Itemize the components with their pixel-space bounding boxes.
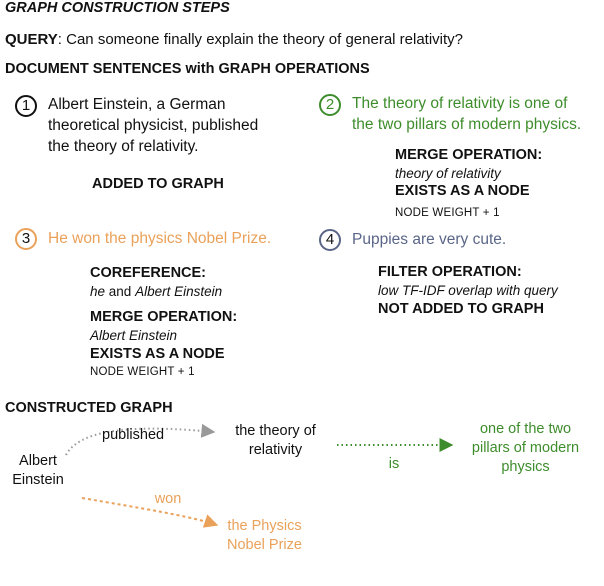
sentence-4-line: Puppies are very cute. xyxy=(352,231,507,248)
node-line: the Physics xyxy=(227,518,302,534)
op-merge-relativity: MERGE OPERATION: theory of relativity EX… xyxy=(395,146,542,222)
node-line: relativity xyxy=(248,442,303,458)
node-weight-note: NODE WEIGHT + 1 xyxy=(90,366,195,378)
node-line: Albert xyxy=(19,453,57,469)
sentence-3: He won the physics Nobel Prize. xyxy=(48,228,271,249)
node-line: Nobel Prize xyxy=(227,537,302,553)
sentence-1-line: Albert Einstein, a German xyxy=(48,96,226,113)
sentence-number-4: 4 xyxy=(319,229,341,251)
op-detail: low TF-IDF overlap with query xyxy=(378,283,558,298)
op-result: EXISTS AS A NODE xyxy=(90,346,225,362)
op-heading: MERGE OPERATION: xyxy=(395,147,543,163)
sentence-3-line: He won the physics Nobel Prize. xyxy=(48,230,272,247)
node-line: one of the two xyxy=(479,421,572,437)
sentence-number-2: 2 xyxy=(319,94,341,116)
sentence-number-3: 3 xyxy=(15,228,37,250)
sentence-2-line: the two pillars of modern physics. xyxy=(352,116,582,133)
coref-entity: Albert Einstein xyxy=(135,284,223,299)
op-filter-puppies: FILTER OPERATION: low TF-IDF overlap wit… xyxy=(378,263,558,319)
sentence-2-line: The theory of relativity is one of xyxy=(352,95,568,112)
sentence-4: Puppies are very cute. xyxy=(352,229,506,250)
edge-label-won: won xyxy=(154,491,182,507)
query-line: QUERY: Can someone finally explain the t… xyxy=(5,31,463,48)
coref-and: and xyxy=(105,284,136,299)
op-heading: COREFERENCE: xyxy=(90,265,207,281)
op-heading: FILTER OPERATION: xyxy=(378,264,522,280)
edge-label-is: is xyxy=(388,456,400,472)
sentence-1-line: theoretical physicist, published xyxy=(48,117,259,134)
node-two-pillars: one of the two pillars of modern physics xyxy=(458,420,593,477)
op-result: NOT ADDED TO GRAPH xyxy=(378,301,544,317)
op-detail: he and Albert Einstein xyxy=(90,283,237,301)
edge-published xyxy=(65,423,216,456)
query-text: : Can someone finally explain the theory… xyxy=(57,31,464,48)
op-coref-merge-einstein: COREFERENCE: he and Albert Einstein MERG… xyxy=(90,264,237,381)
query-label: QUERY xyxy=(5,31,58,48)
node-albert-einstein: Albert Einstein xyxy=(4,452,72,490)
edge-won xyxy=(81,497,219,528)
op-added-to-graph: ADDED TO GRAPH xyxy=(92,176,224,192)
op-result: EXISTS AS A NODE xyxy=(395,183,530,199)
section-heading-sentences: DOCUMENT SENTENCES with GRAPH OPERATIONS xyxy=(5,61,370,77)
sentence-1-line: the theory of relativity. xyxy=(48,138,199,155)
op-detail: theory of relativity xyxy=(395,166,501,181)
edge-label-published: published xyxy=(102,427,165,443)
node-weight-note: NODE WEIGHT + 1 xyxy=(395,207,500,219)
node-line: the theory of xyxy=(235,423,316,439)
node-line: Einstein xyxy=(12,472,64,488)
section-heading-graph: CONSTRUCTED GRAPH xyxy=(5,400,173,416)
sentence-1: Albert Einstein, a German theoretical ph… xyxy=(48,94,258,157)
page-title: GRAPH CONSTRUCTION STEPS xyxy=(5,0,230,16)
node-line: pillars of modern xyxy=(471,440,580,456)
op-heading: MERGE OPERATION: xyxy=(90,309,238,325)
node-physics-nobel-prize: the Physics Nobel Prize xyxy=(212,517,317,555)
node-line: physics xyxy=(501,459,550,475)
sentence-2: The theory of relativity is one of the t… xyxy=(352,93,581,135)
coref-pronoun: he xyxy=(90,284,106,299)
sentence-number-1: 1 xyxy=(15,95,37,117)
node-theory-of-relativity: the theory of relativity xyxy=(218,422,333,460)
op-detail: Albert Einstein xyxy=(90,328,178,343)
